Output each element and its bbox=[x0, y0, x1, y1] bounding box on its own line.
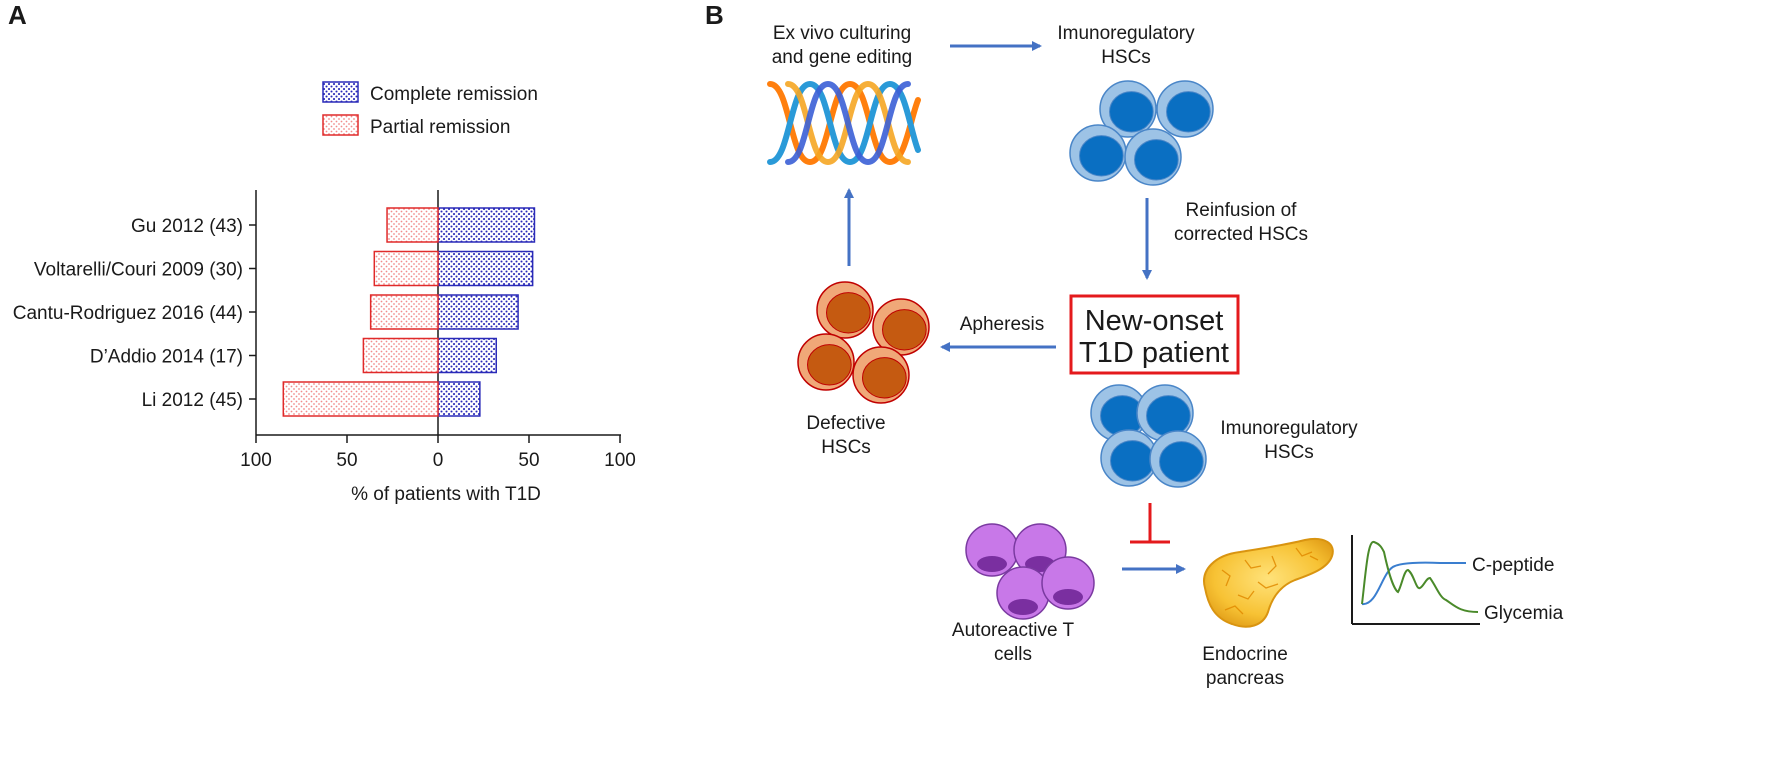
imunoregulatory-top-line2: HSCs bbox=[1101, 47, 1151, 68]
y-tick-label: D’Addio 2014 (17) bbox=[90, 347, 243, 368]
patient-box bbox=[1069, 294, 1240, 375]
t-cell bbox=[1041, 556, 1095, 610]
imunoregulatory-top-line1: Imunoregulatory bbox=[1057, 23, 1195, 44]
defective-caption-line2: HSCs bbox=[821, 437, 871, 458]
legend-partial-swatch bbox=[322, 114, 359, 136]
x-tick-label: 50 bbox=[518, 450, 539, 471]
culturing-caption-line1: Ex vivo culturing bbox=[773, 23, 911, 44]
c-peptide-curve bbox=[1361, 561, 1466, 605]
t-cell bbox=[996, 566, 1050, 620]
hsc-cell bbox=[1156, 80, 1214, 138]
bar-complete-remission bbox=[437, 294, 519, 330]
y-tick-label: Voltarelli/Couri 2009 (30) bbox=[34, 260, 243, 281]
hsc-cell bbox=[1090, 384, 1148, 442]
culturing-caption-line2: and gene editing bbox=[772, 47, 913, 68]
defective-hsc-cell bbox=[797, 333, 855, 391]
legend-partial-label: Partial remission bbox=[370, 117, 510, 138]
y-tick-label: Cantu-Rodriguez 2016 (44) bbox=[13, 303, 243, 324]
x-axis-title: % of patients with T1D bbox=[351, 484, 541, 505]
pancreas-caption-line2: pancreas bbox=[1206, 668, 1284, 689]
bar-complete-remission bbox=[437, 207, 536, 243]
autoreactive-t-cell-cluster bbox=[965, 523, 1095, 620]
pancreas-icon bbox=[1203, 538, 1334, 628]
bar-partial-remission bbox=[369, 294, 439, 330]
bar-partial-remission bbox=[282, 381, 439, 417]
t-cell bbox=[965, 523, 1019, 577]
defective-caption-line1: Defective bbox=[806, 413, 885, 434]
hsc-cell bbox=[1149, 430, 1207, 488]
autoreactive-caption-line1: Autoreactive T bbox=[952, 620, 1075, 641]
bar-partial-remission bbox=[386, 207, 439, 243]
pancreas-caption-line1: Endocrine bbox=[1202, 644, 1288, 665]
defective-hsc-cell bbox=[872, 298, 930, 356]
y-tick-label: Gu 2012 (43) bbox=[131, 216, 243, 237]
legend-complete-label: Complete remission bbox=[370, 84, 538, 105]
bar-partial-remission bbox=[373, 250, 439, 287]
autoreactive-caption-line2: cells bbox=[994, 644, 1032, 665]
y-tick-label: Li 2012 (45) bbox=[142, 390, 243, 411]
defective-hsc-cell bbox=[816, 281, 874, 339]
reinfusion-caption-line2: corrected HSCs bbox=[1174, 224, 1308, 245]
panel-b-label: B bbox=[705, 0, 724, 30]
panel-a-label: A bbox=[8, 0, 27, 30]
imunoregulatory-middle-line1: Imunoregulatory bbox=[1220, 418, 1358, 439]
bar-partial-remission bbox=[362, 337, 439, 374]
dna-helix-icon bbox=[767, 80, 921, 166]
patient-label-line1: New-onset bbox=[1085, 305, 1224, 337]
remission-bar-chart: Gu 2012 (43) Voltarelli/Couri 2009 (30) Ca… bbox=[13, 190, 636, 505]
reinfusion-caption-line1: Reinfusion of bbox=[1186, 200, 1298, 221]
x-tick-label: 0 bbox=[433, 450, 444, 471]
c-peptide-label: C-peptide bbox=[1472, 555, 1554, 576]
x-tick-label: 100 bbox=[604, 450, 636, 471]
defective-hsc-cell bbox=[852, 346, 910, 404]
legend: Complete remission Partial remission bbox=[322, 81, 538, 138]
imunoregulatory-middle-line2: HSCs bbox=[1264, 442, 1314, 463]
x-tick-label: 100 bbox=[240, 450, 272, 471]
hsc-cell bbox=[1099, 80, 1157, 138]
imunoregulatory-hsc-cluster-top bbox=[1069, 80, 1214, 186]
imunoregulatory-hsc-cluster-middle bbox=[1090, 384, 1207, 488]
hsc-cell bbox=[1124, 128, 1182, 186]
x-tick-label: 50 bbox=[336, 450, 357, 471]
hsc-cell bbox=[1069, 124, 1127, 182]
c-peptide-glycemia-graph bbox=[1351, 535, 1480, 625]
inhibition-symbol bbox=[1130, 503, 1170, 544]
bar-complete-remission bbox=[437, 381, 481, 417]
legend-complete-swatch bbox=[322, 81, 359, 103]
bar-complete-remission bbox=[437, 337, 497, 374]
apheresis-label: Apheresis bbox=[960, 314, 1045, 335]
glycemia-curve bbox=[1361, 541, 1479, 613]
patient-label-line2: T1D patient bbox=[1079, 337, 1229, 369]
bar-complete-remission bbox=[437, 250, 534, 287]
hsc-cell bbox=[1100, 429, 1158, 487]
glycemia-label: Glycemia bbox=[1484, 603, 1564, 624]
defective-hsc-cluster bbox=[797, 281, 930, 404]
